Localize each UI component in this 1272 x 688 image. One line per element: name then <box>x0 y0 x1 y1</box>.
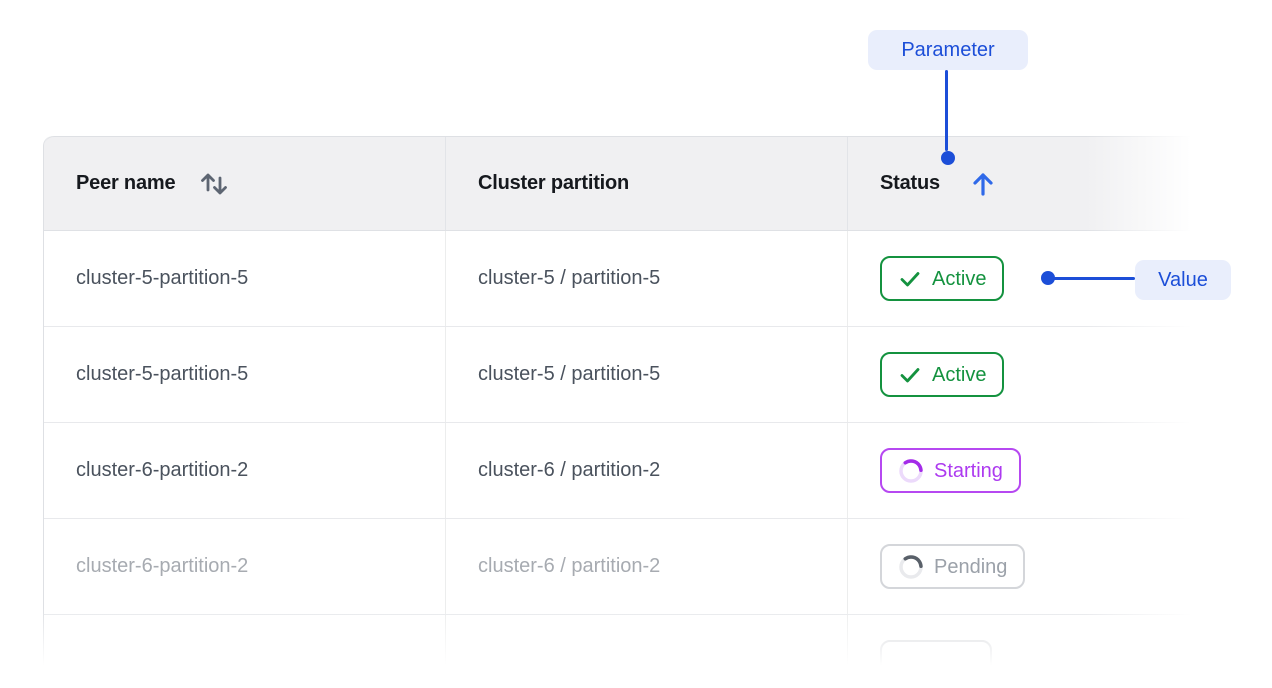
spinner-icon <box>899 458 923 483</box>
column-header-cluster-partition[interactable]: Cluster partition <box>446 137 848 230</box>
cell-status: Active <box>848 327 1200 422</box>
cell-cluster-partition: cluster-6 / partition-2 <box>446 519 848 614</box>
table-row: cluster-6-partition-2 cluster-6 / partit… <box>44 423 1200 519</box>
cell-peer-name: cluster-6-partition-2 <box>44 519 446 614</box>
value-callout-badge: Value <box>1135 260 1231 300</box>
cell-peer-name: cluster-5-partition-5 <box>44 231 446 326</box>
status-badge-label: Pending <box>934 555 1008 578</box>
status-badge-label: Active <box>932 267 987 290</box>
peers-table: Peer name Cluster partition Status <box>43 136 1200 688</box>
table-row: cluster-5-partition-5 cluster-5 / partit… <box>44 327 1200 423</box>
cell-peer-name: cluster-5-partition-5 <box>44 327 446 422</box>
status-badge-partial <box>880 640 992 685</box>
status-badge-active: Active <box>880 256 1005 301</box>
status-badge-label: Starting <box>934 459 1003 482</box>
cell-cluster-partition: cluster-6 / partition-2 <box>446 423 848 518</box>
column-header-status[interactable]: Status <box>848 137 1200 230</box>
column-header-peer-name[interactable]: Peer name <box>44 137 446 230</box>
status-badge-active: Active <box>880 352 1005 397</box>
cell-status: Active <box>848 231 1200 326</box>
cell-cluster-partition: cluster-5 / partition-5 <box>446 231 848 326</box>
cell-peer-name <box>44 615 446 688</box>
cell-cluster-partition <box>446 615 848 688</box>
status-badge-pending: Pending <box>880 544 1026 589</box>
check-icon <box>900 367 920 382</box>
status-badge-starting: Starting <box>880 448 1021 493</box>
cell-status: Pending <box>848 519 1200 614</box>
sort-ascending-icon[interactable] <box>970 170 996 198</box>
column-header-peer-name-label: Peer name <box>76 172 176 194</box>
status-badge-label: Active <box>932 363 987 386</box>
cell-status: Starting <box>848 423 1200 518</box>
column-header-cluster-partition-label: Cluster partition <box>478 172 630 194</box>
table-row: cluster-5-partition-5 cluster-5 / partit… <box>44 231 1200 327</box>
table-row <box>44 615 1200 688</box>
spinner-icon <box>899 554 923 579</box>
cell-peer-name: cluster-6-partition-2 <box>44 423 446 518</box>
cell-status <box>848 615 1200 688</box>
table-row: cluster-6-partition-2 cluster-6 / partit… <box>44 519 1200 615</box>
parameter-callout-badge: Parameter <box>868 30 1028 70</box>
cell-cluster-partition: cluster-5 / partition-5 <box>446 327 848 422</box>
sort-icon[interactable] <box>199 167 229 201</box>
table-header-row: Peer name Cluster partition Status <box>44 136 1200 231</box>
check-icon <box>900 271 920 286</box>
column-header-status-label: Status <box>880 172 940 194</box>
